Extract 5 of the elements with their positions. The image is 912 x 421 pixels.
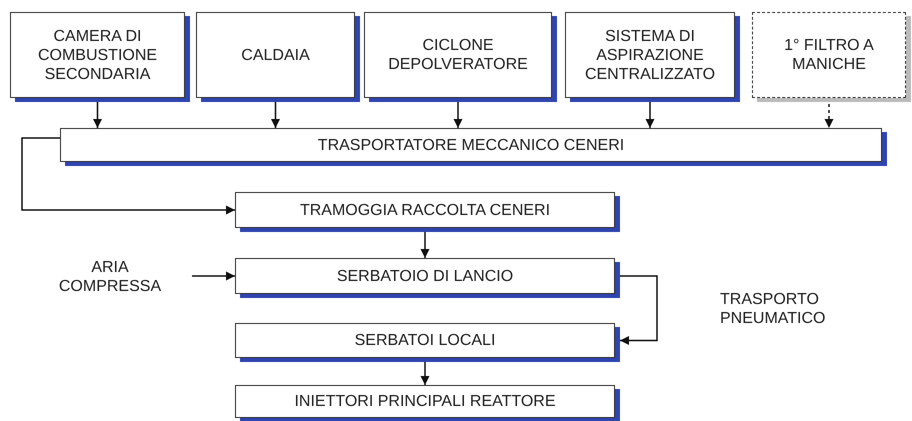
arrow xyxy=(21,137,235,214)
arrow xyxy=(620,275,658,345)
input-label: ARIA COMPRESSA xyxy=(45,257,175,297)
note-text: TRASPORTO PNEUMATICO xyxy=(720,290,826,328)
arrow xyxy=(192,272,235,280)
